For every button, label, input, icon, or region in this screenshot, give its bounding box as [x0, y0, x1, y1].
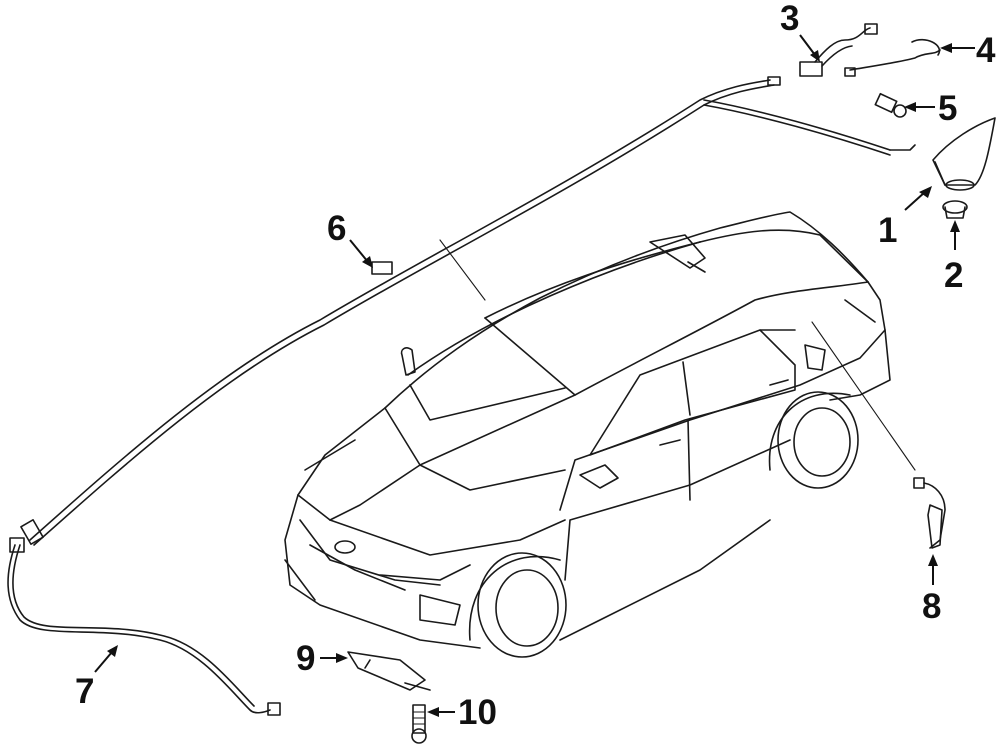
- cable-assembly-part-4: [844, 38, 941, 77]
- callout-8: 8: [922, 587, 941, 626]
- callout-labels: 1 2 3 4 5 6 7 8 9 10: [75, 0, 996, 732]
- callout-1: 1: [878, 211, 897, 250]
- sensor-part-8: [811, 321, 946, 549]
- callout-4: 4: [976, 31, 996, 70]
- callout-7: 7: [75, 672, 94, 711]
- callout-2: 2: [944, 256, 963, 295]
- callout-9: 9: [296, 639, 315, 678]
- vehicle-illustration: [284, 211, 891, 658]
- callout-10: 10: [458, 693, 497, 732]
- callout-3: 3: [780, 0, 799, 38]
- callout-arrows: [94, 34, 975, 717]
- cable-assembly-part-3: [799, 23, 878, 77]
- callout-5: 5: [938, 89, 957, 128]
- antenna-part-1: [932, 117, 996, 191]
- bolt-part-5: [874, 92, 907, 118]
- callout-6: 6: [327, 209, 346, 248]
- screw-part-10: [411, 704, 427, 744]
- roof-harness-part-6: [20, 76, 916, 546]
- lower-cable-part-7: [7, 537, 281, 716]
- grommet-part-2: [942, 200, 968, 219]
- module-part-9: [347, 651, 431, 691]
